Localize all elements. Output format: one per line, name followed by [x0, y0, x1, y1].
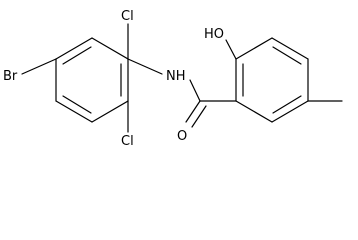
bond [235, 100, 273, 123]
bond [91, 37, 129, 60]
atom-label-cl-top: Cl [121, 9, 134, 24]
double-bond-inner [62, 95, 92, 114]
bond [235, 37, 273, 60]
double-bond-inner [272, 95, 302, 114]
structure-drawing: Br Cl Cl NH HO O [3, 9, 343, 149]
bond-c-oh [225, 39, 237, 60]
bond-br [21, 58, 57, 75]
dichlorobromophenyl-ring [55, 37, 129, 123]
bond [55, 100, 93, 123]
bond-c-n [127, 58, 163, 75]
atom-label-oh: HO [204, 27, 224, 42]
double-bond-inner [272, 46, 302, 65]
bond [271, 37, 309, 60]
bond-c-o [185, 100, 201, 123]
atom-label-cl-bottom: Cl [121, 134, 134, 149]
atom-label-br: Br [3, 69, 18, 84]
bond [271, 100, 309, 123]
bond [91, 100, 129, 123]
double-bond-c-o [191, 105, 207, 128]
double-bond-inner [62, 46, 92, 65]
atom-label-nh: NH [166, 69, 186, 84]
bond [55, 37, 93, 60]
hydroxymethylphenyl-ring [235, 37, 309, 123]
atom-label-o: O [177, 129, 187, 144]
bond-n-c [189, 79, 201, 102]
